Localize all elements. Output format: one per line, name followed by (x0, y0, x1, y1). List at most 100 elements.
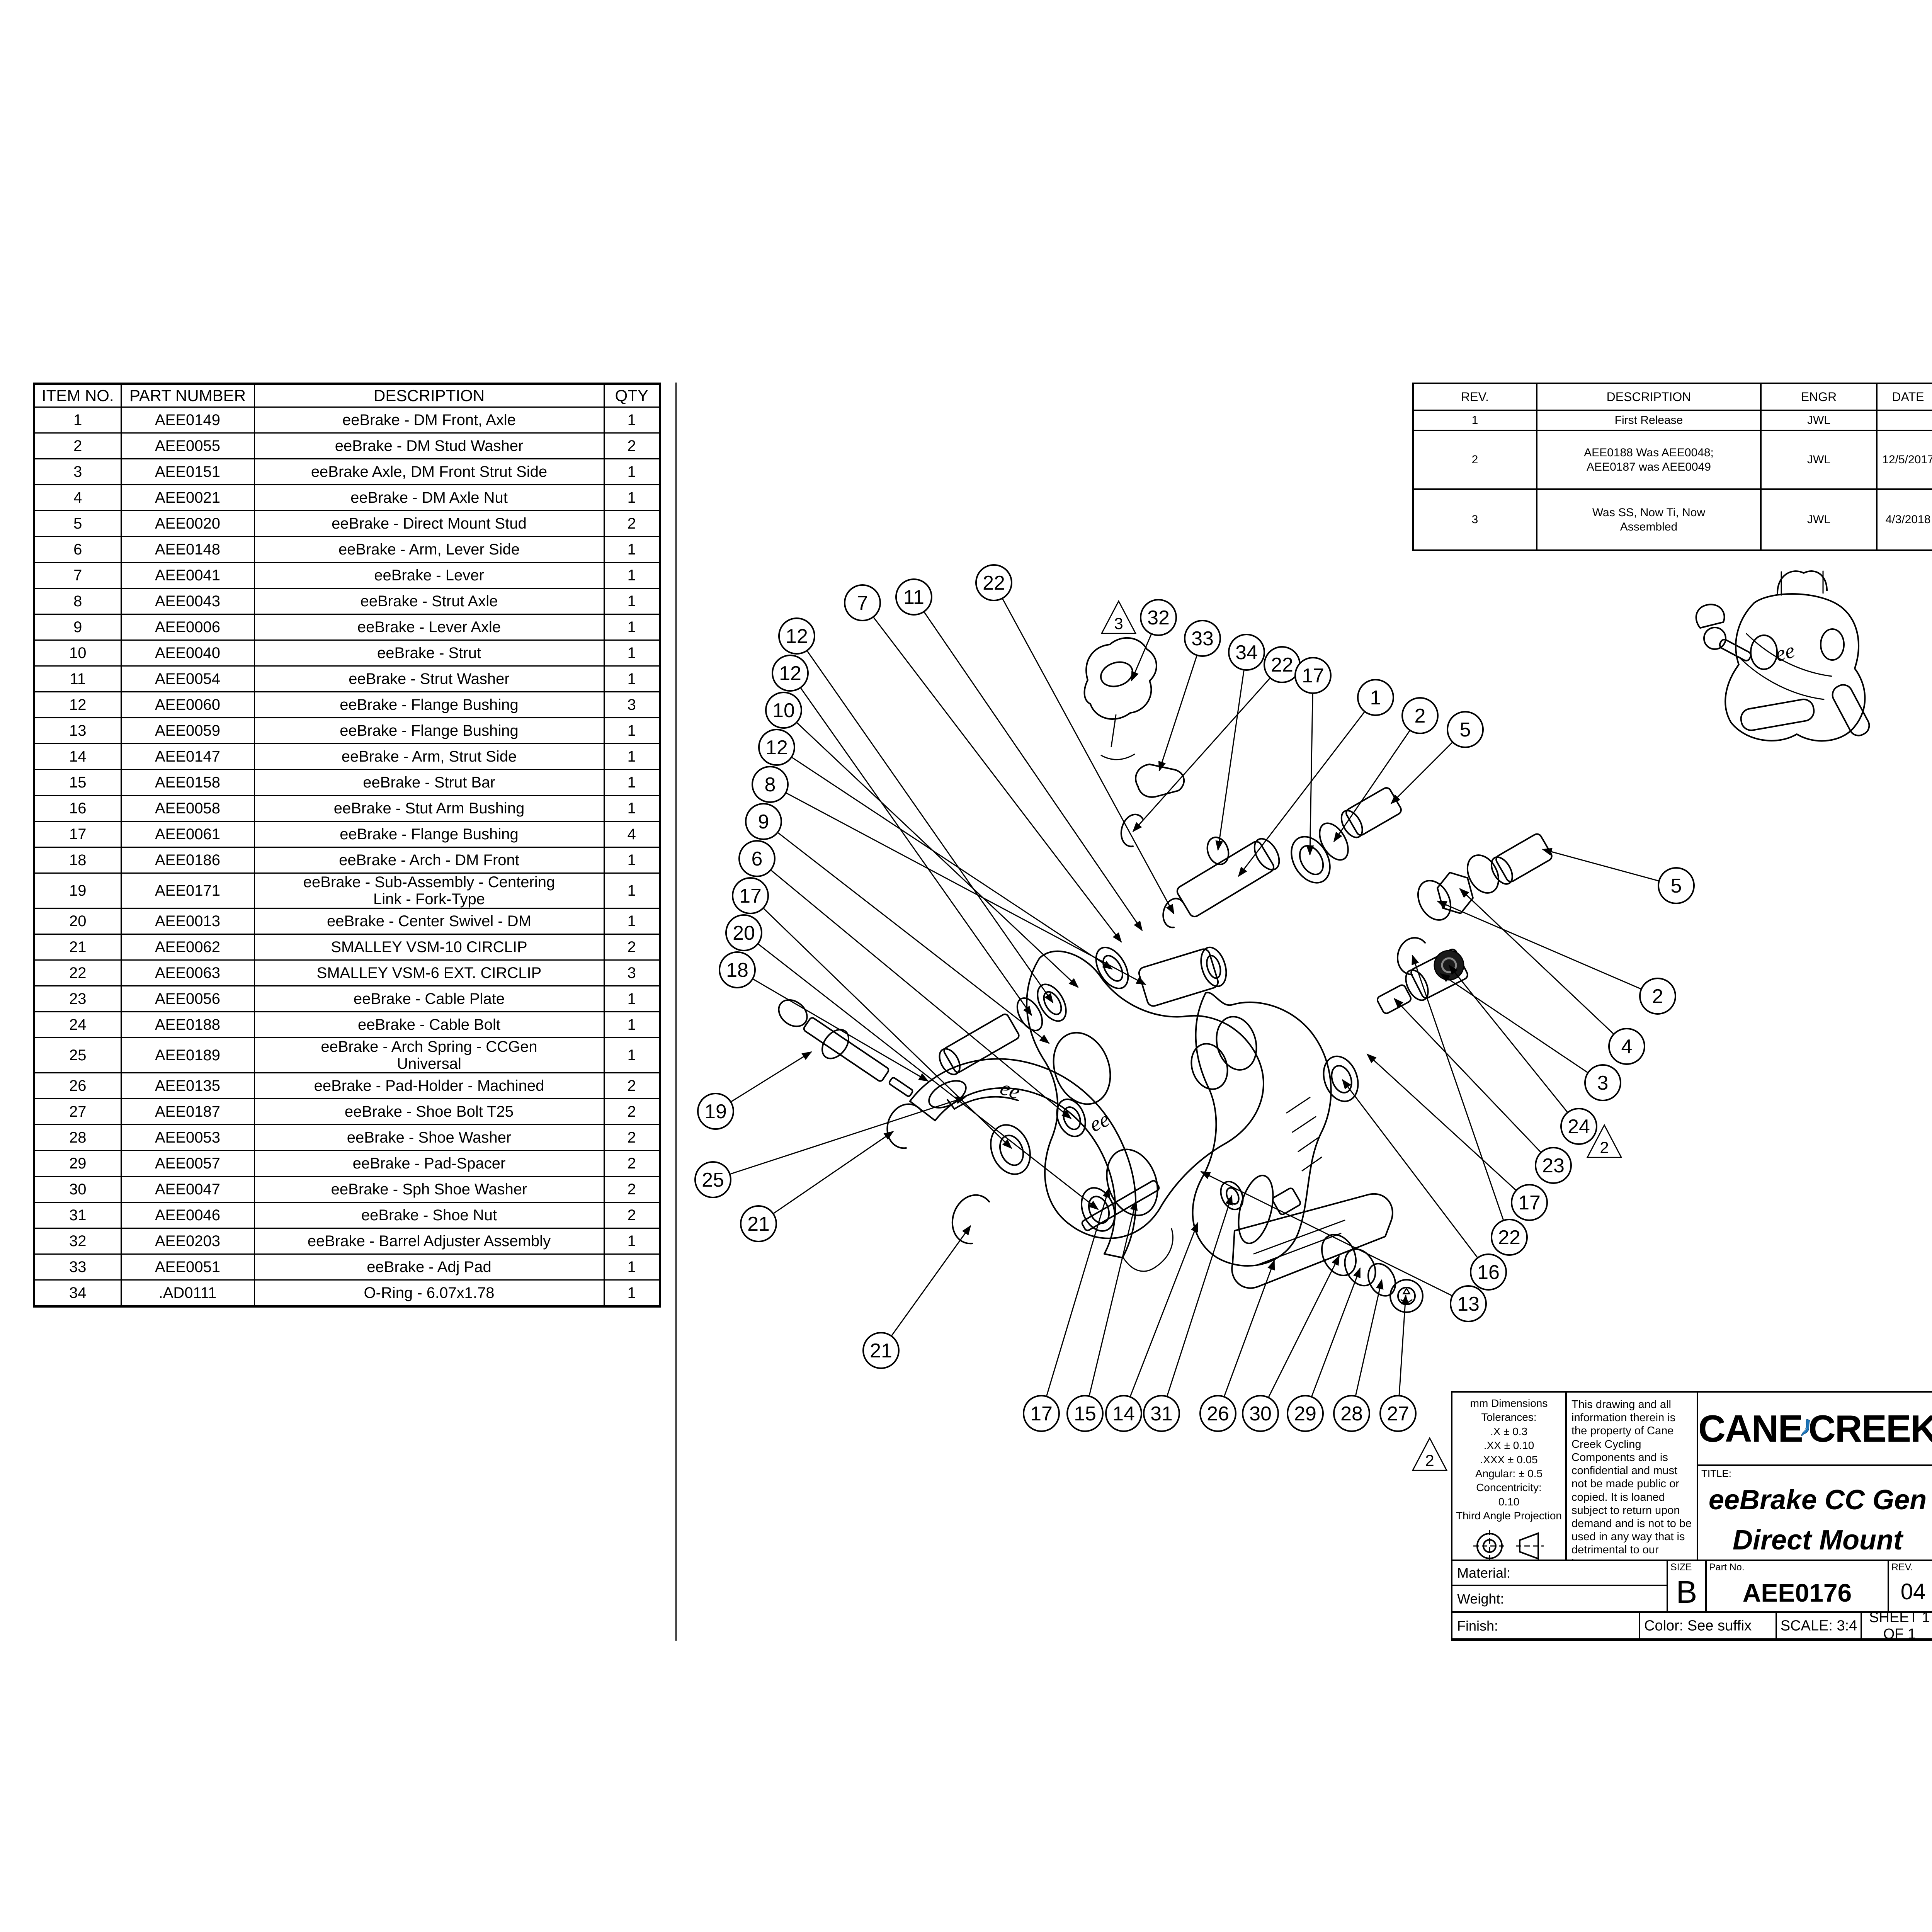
weight-row: Weight: (1451, 1585, 1668, 1613)
balloon-circle (1333, 1395, 1370, 1432)
bom-cell-desc: eeBrake - Pad-Spacer (253, 1150, 605, 1177)
leader-line-29 (1311, 1267, 1361, 1396)
bom-cell-qty: 1 (603, 458, 661, 485)
balloon-number: 19 (704, 1100, 727, 1123)
revision-flag-2: 2 (1586, 1124, 1622, 1158)
revision-flag-2: 2 (1412, 1437, 1448, 1471)
leader-line-3 (1440, 973, 1588, 1073)
sketch-assembled-caliper: ee (1695, 570, 1870, 742)
bom-cell-part: AEE0021 (120, 484, 255, 511)
balloon-2: 2 (1639, 978, 1676, 1015)
balloon-5: 5 (1658, 867, 1695, 904)
bom-cell-desc: eeBrake - Lever Axle (253, 614, 605, 641)
leader-line-17 (1366, 1053, 1516, 1190)
sketch-nut-stack (1417, 854, 1500, 921)
sketch-dm-stud-washer-top (1319, 822, 1349, 861)
balloon-circle (1401, 697, 1439, 734)
rev-cell-engr: JWL (1760, 430, 1878, 490)
revision-value: 04 (1900, 1579, 1926, 1604)
balloon-circle (1447, 711, 1484, 748)
bom-cell-qty: 2 (603, 1072, 661, 1099)
balloon-number: 4 (1621, 1036, 1633, 1058)
tolerance-line: .XXX ± 0.05 (1480, 1453, 1538, 1466)
sketch-dm-stud-a (1340, 787, 1402, 838)
balloon-12: 12 (758, 729, 795, 766)
bom-cell-qty: 1 (603, 1011, 661, 1038)
bom-cell-desc: eeBrake - Pad-Holder - Machined (253, 1072, 605, 1099)
scale-box: SCALE: 3:4 (1776, 1611, 1862, 1641)
balloon-20: 20 (725, 914, 762, 951)
revision-flag-3: 3 (1100, 600, 1137, 634)
size-box: SIZE B (1667, 1560, 1707, 1613)
balloon-number: 22 (1498, 1226, 1520, 1249)
balloon-number: 17 (1518, 1192, 1541, 1214)
part-number-box: Part No. AEE0176 (1705, 1560, 1889, 1613)
bom-cell-qty: 4 (603, 821, 661, 848)
balloon-circle (1294, 657, 1332, 694)
leader-line-31 (1167, 1195, 1233, 1396)
bom-cell-qty: 1 (603, 847, 661, 874)
balloon-circle (740, 1205, 777, 1242)
balloon-number: 16 (1477, 1261, 1500, 1284)
tolerance-line: mm Dimensions (1470, 1397, 1548, 1409)
bom-cell-desc: eeBrake - Strut Axle (253, 588, 605, 615)
rev-cell-engr: JWL (1760, 410, 1878, 431)
leader-line-24 (1448, 964, 1568, 1112)
balloon-number: 14 (1112, 1403, 1135, 1425)
sketch-center-axle (1138, 946, 1227, 1007)
svg-text:ee: ee (1086, 1107, 1113, 1137)
leader-line-23 (1393, 998, 1541, 1153)
balloon-7: 7 (844, 584, 881, 621)
bom-cell-desc: eeBrake - Lever (253, 562, 605, 589)
leader-line-22 (1132, 678, 1270, 832)
bom-cell-part: AEE0056 (120, 985, 255, 1012)
balloon-17: 17 (1294, 657, 1332, 694)
leader-line-7 (873, 617, 1122, 943)
bom-cell-item: 30 (33, 1176, 122, 1203)
bom-cell-desc: eeBrake - Arm, Lever Side (253, 536, 605, 563)
balloon-number: 5 (1460, 719, 1471, 741)
balloon-28: 28 (1333, 1395, 1370, 1432)
bom-cell-desc: SMALLEY VSM-6 EXT. CIRCLIP (253, 959, 605, 986)
balloon-number: 28 (1340, 1403, 1363, 1425)
finish-label: Finish: (1457, 1618, 1498, 1634)
third-angle-projection-icon (1470, 1529, 1548, 1567)
bom-cell-item: 31 (33, 1202, 122, 1229)
sketch-arm-strut-side (1192, 992, 1332, 1267)
leader-line-22 (1412, 954, 1504, 1220)
flag-triangle-icon (1412, 1437, 1448, 1471)
leader-line-12 (807, 651, 1054, 1003)
bom-cell-qty: 2 (603, 1150, 661, 1177)
bom-cell-item: 9 (33, 614, 122, 641)
leader-line-30 (1268, 1255, 1340, 1397)
bom-cell-item: 21 (33, 934, 122, 961)
leader-line-2 (1333, 730, 1410, 842)
balloon-circle (975, 564, 1012, 601)
leader-line-16 (1342, 1079, 1478, 1258)
balloon-26: 26 (1199, 1395, 1236, 1432)
balloon-circle (862, 1332, 900, 1369)
bom-cell-item: 23 (33, 985, 122, 1012)
sheet-box: SHEET 1 OF 1 (1861, 1609, 1932, 1642)
bom-cell-part: AEE0046 (120, 1202, 255, 1229)
bom-cell-item: 29 (33, 1150, 122, 1177)
bom-cell-item: 7 (33, 562, 122, 589)
rev-cell-date: 4/3/2018 (1876, 488, 1932, 551)
bom-cell-item: 15 (33, 769, 122, 796)
bom-cell-item: 16 (33, 795, 122, 822)
scale-note: SCALE: 3:4 (1780, 1617, 1857, 1634)
balloon-number: 5 (1671, 875, 1682, 897)
